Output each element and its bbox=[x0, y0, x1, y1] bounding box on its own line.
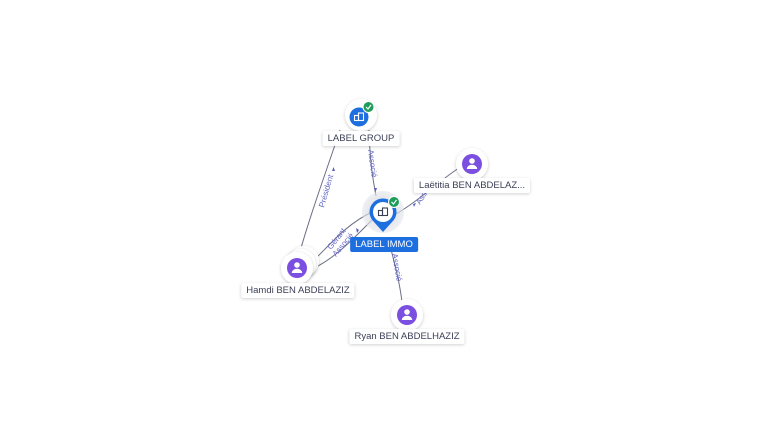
node-label-laetitia[interactable]: Laëtitia BEN ABDELAZ... bbox=[413, 178, 531, 193]
person-icon bbox=[291, 262, 303, 273]
person-icon bbox=[466, 158, 478, 169]
node-hamdi[interactable] bbox=[281, 246, 319, 284]
edge-hamdi-immo-associe[interactable] bbox=[313, 219, 373, 269]
edge-label-ryan-immo: Associé bbox=[390, 253, 404, 283]
edge-label-group-immo: Associé bbox=[366, 149, 379, 179]
node-label-group[interactable] bbox=[345, 99, 377, 131]
node-label-immo[interactable] bbox=[362, 191, 404, 233]
building-icon bbox=[377, 207, 389, 217]
node-laetitia[interactable] bbox=[456, 148, 488, 180]
edge-arrow bbox=[413, 203, 416, 207]
person-icon bbox=[401, 309, 413, 320]
edge-arrow bbox=[356, 228, 359, 233]
check-badge-icon bbox=[362, 101, 375, 113]
node-label-hamdi[interactable]: Hamdi BEN ABDELAZIZ bbox=[241, 283, 355, 298]
building-icon bbox=[353, 112, 365, 122]
edge-arrow bbox=[374, 188, 377, 192]
edge-arrow bbox=[332, 167, 335, 171]
check-badge-icon bbox=[388, 196, 400, 208]
node-label-ryan[interactable]: Ryan BEN ABDELHAZIZ bbox=[349, 329, 465, 344]
node-label-label-group[interactable]: LABEL GROUP bbox=[322, 131, 400, 146]
edge-label-hamdi-group: Président bbox=[317, 173, 335, 209]
node-ryan[interactable] bbox=[391, 299, 423, 331]
node-label-label-immo[interactable]: LABEL IMMO bbox=[350, 237, 418, 252]
